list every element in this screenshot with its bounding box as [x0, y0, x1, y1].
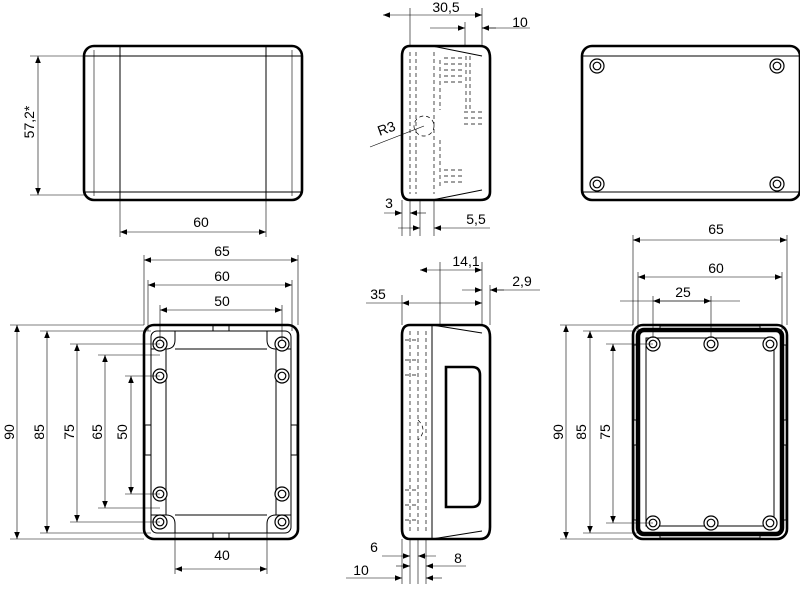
tr-h75-label: 75 — [597, 424, 613, 440]
tr-h90-label: 90 — [550, 424, 566, 440]
tl-h65-label: 65 — [89, 424, 105, 440]
tl-h50-label: 50 — [114, 424, 130, 440]
tl-h75-label: 75 — [61, 424, 77, 440]
sb-b10-label: 10 — [353, 562, 369, 578]
tr-w65-label: 65 — [708, 221, 724, 237]
side-view-top: 30,5 10 R3 3 5,5 — [369, 0, 530, 236]
front-width-label: 60 — [193, 214, 209, 230]
side-radius-label: R3 — [375, 118, 397, 139]
tl-w50-label: 50 — [214, 293, 230, 309]
tl-w60-label: 60 — [214, 268, 230, 284]
side-view-bottom: 14,1 2,9 35 6 8 10 — [346, 253, 540, 584]
side-wall-label: 3 — [385, 195, 393, 211]
sb-w29-label: 2,9 — [512, 273, 532, 289]
tr-w25-label: 25 — [675, 284, 691, 300]
front-view: 57,2* 60 — [21, 44, 304, 237]
top-view-right: 65 60 25 90 85 75 — [550, 221, 789, 541]
sb-w35-label: 35 — [370, 286, 386, 302]
top-view-left: 65 60 50 90 85 75 65 50 40 — [1, 243, 300, 574]
sb-b6-label: 6 — [370, 539, 378, 555]
tl-h85-label: 85 — [31, 424, 47, 440]
sb-w14-label: 14,1 — [452, 253, 479, 269]
tr-w60-label: 60 — [708, 260, 724, 276]
tl-h90-label: 90 — [1, 424, 17, 440]
tr-h85-label: 85 — [573, 424, 589, 440]
back-view — [580, 44, 800, 202]
side-foot-label: 5,5 — [466, 211, 486, 227]
front-height-label: 57,2* — [21, 105, 37, 138]
tl-w65-label: 65 — [214, 243, 230, 259]
side-depth-label: 30,5 — [432, 0, 459, 15]
side-offset-label: 10 — [512, 14, 528, 30]
sb-b8-label: 8 — [454, 550, 462, 566]
tl-bottom40-label: 40 — [214, 547, 230, 563]
